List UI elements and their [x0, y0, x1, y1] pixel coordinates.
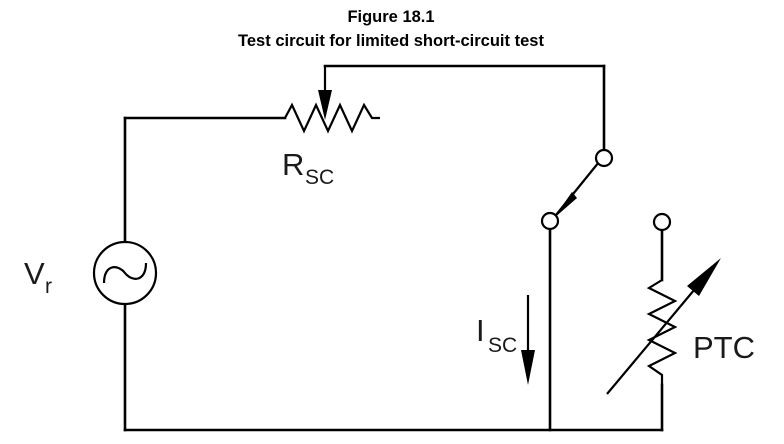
ptc-zigzag-icon	[646, 279, 678, 385]
ac-sine-icon	[102, 262, 148, 284]
current-label: I	[476, 313, 485, 348]
ptc-label: PTC	[693, 330, 755, 365]
source-label: V	[24, 256, 45, 291]
variable-resistor-symbol	[284, 90, 380, 134]
ac-source-symbol	[92, 240, 158, 306]
figure-title-line2: Test circuit for limited short-circuit t…	[238, 32, 544, 50]
source-label-subscript: r	[45, 275, 52, 298]
current-arrow-isc	[521, 295, 535, 385]
ptc-variability-arrowhead-icon	[687, 258, 721, 296]
wiper-arrowhead-icon	[318, 90, 332, 120]
switch-symbol[interactable]	[540, 148, 614, 231]
ptc-variability-line	[606, 270, 711, 395]
switch-upper-terminal-icon[interactable]	[594, 148, 614, 168]
switch-lower-terminal-icon[interactable]	[540, 211, 560, 231]
resistor-zigzag-icon	[284, 102, 380, 134]
resistor-label: R	[282, 147, 304, 182]
current-label-subscript: SC	[488, 334, 517, 357]
resistor-label-subscript: SC	[305, 166, 334, 189]
ptc-thermistor-symbol	[606, 212, 721, 395]
current-arrowhead-icon	[521, 350, 535, 385]
ptc-open-terminal-icon	[652, 212, 672, 232]
figure-title-line1: Figure 18.1	[347, 8, 434, 26]
switch-blade-arrowhead-icon	[553, 192, 577, 219]
